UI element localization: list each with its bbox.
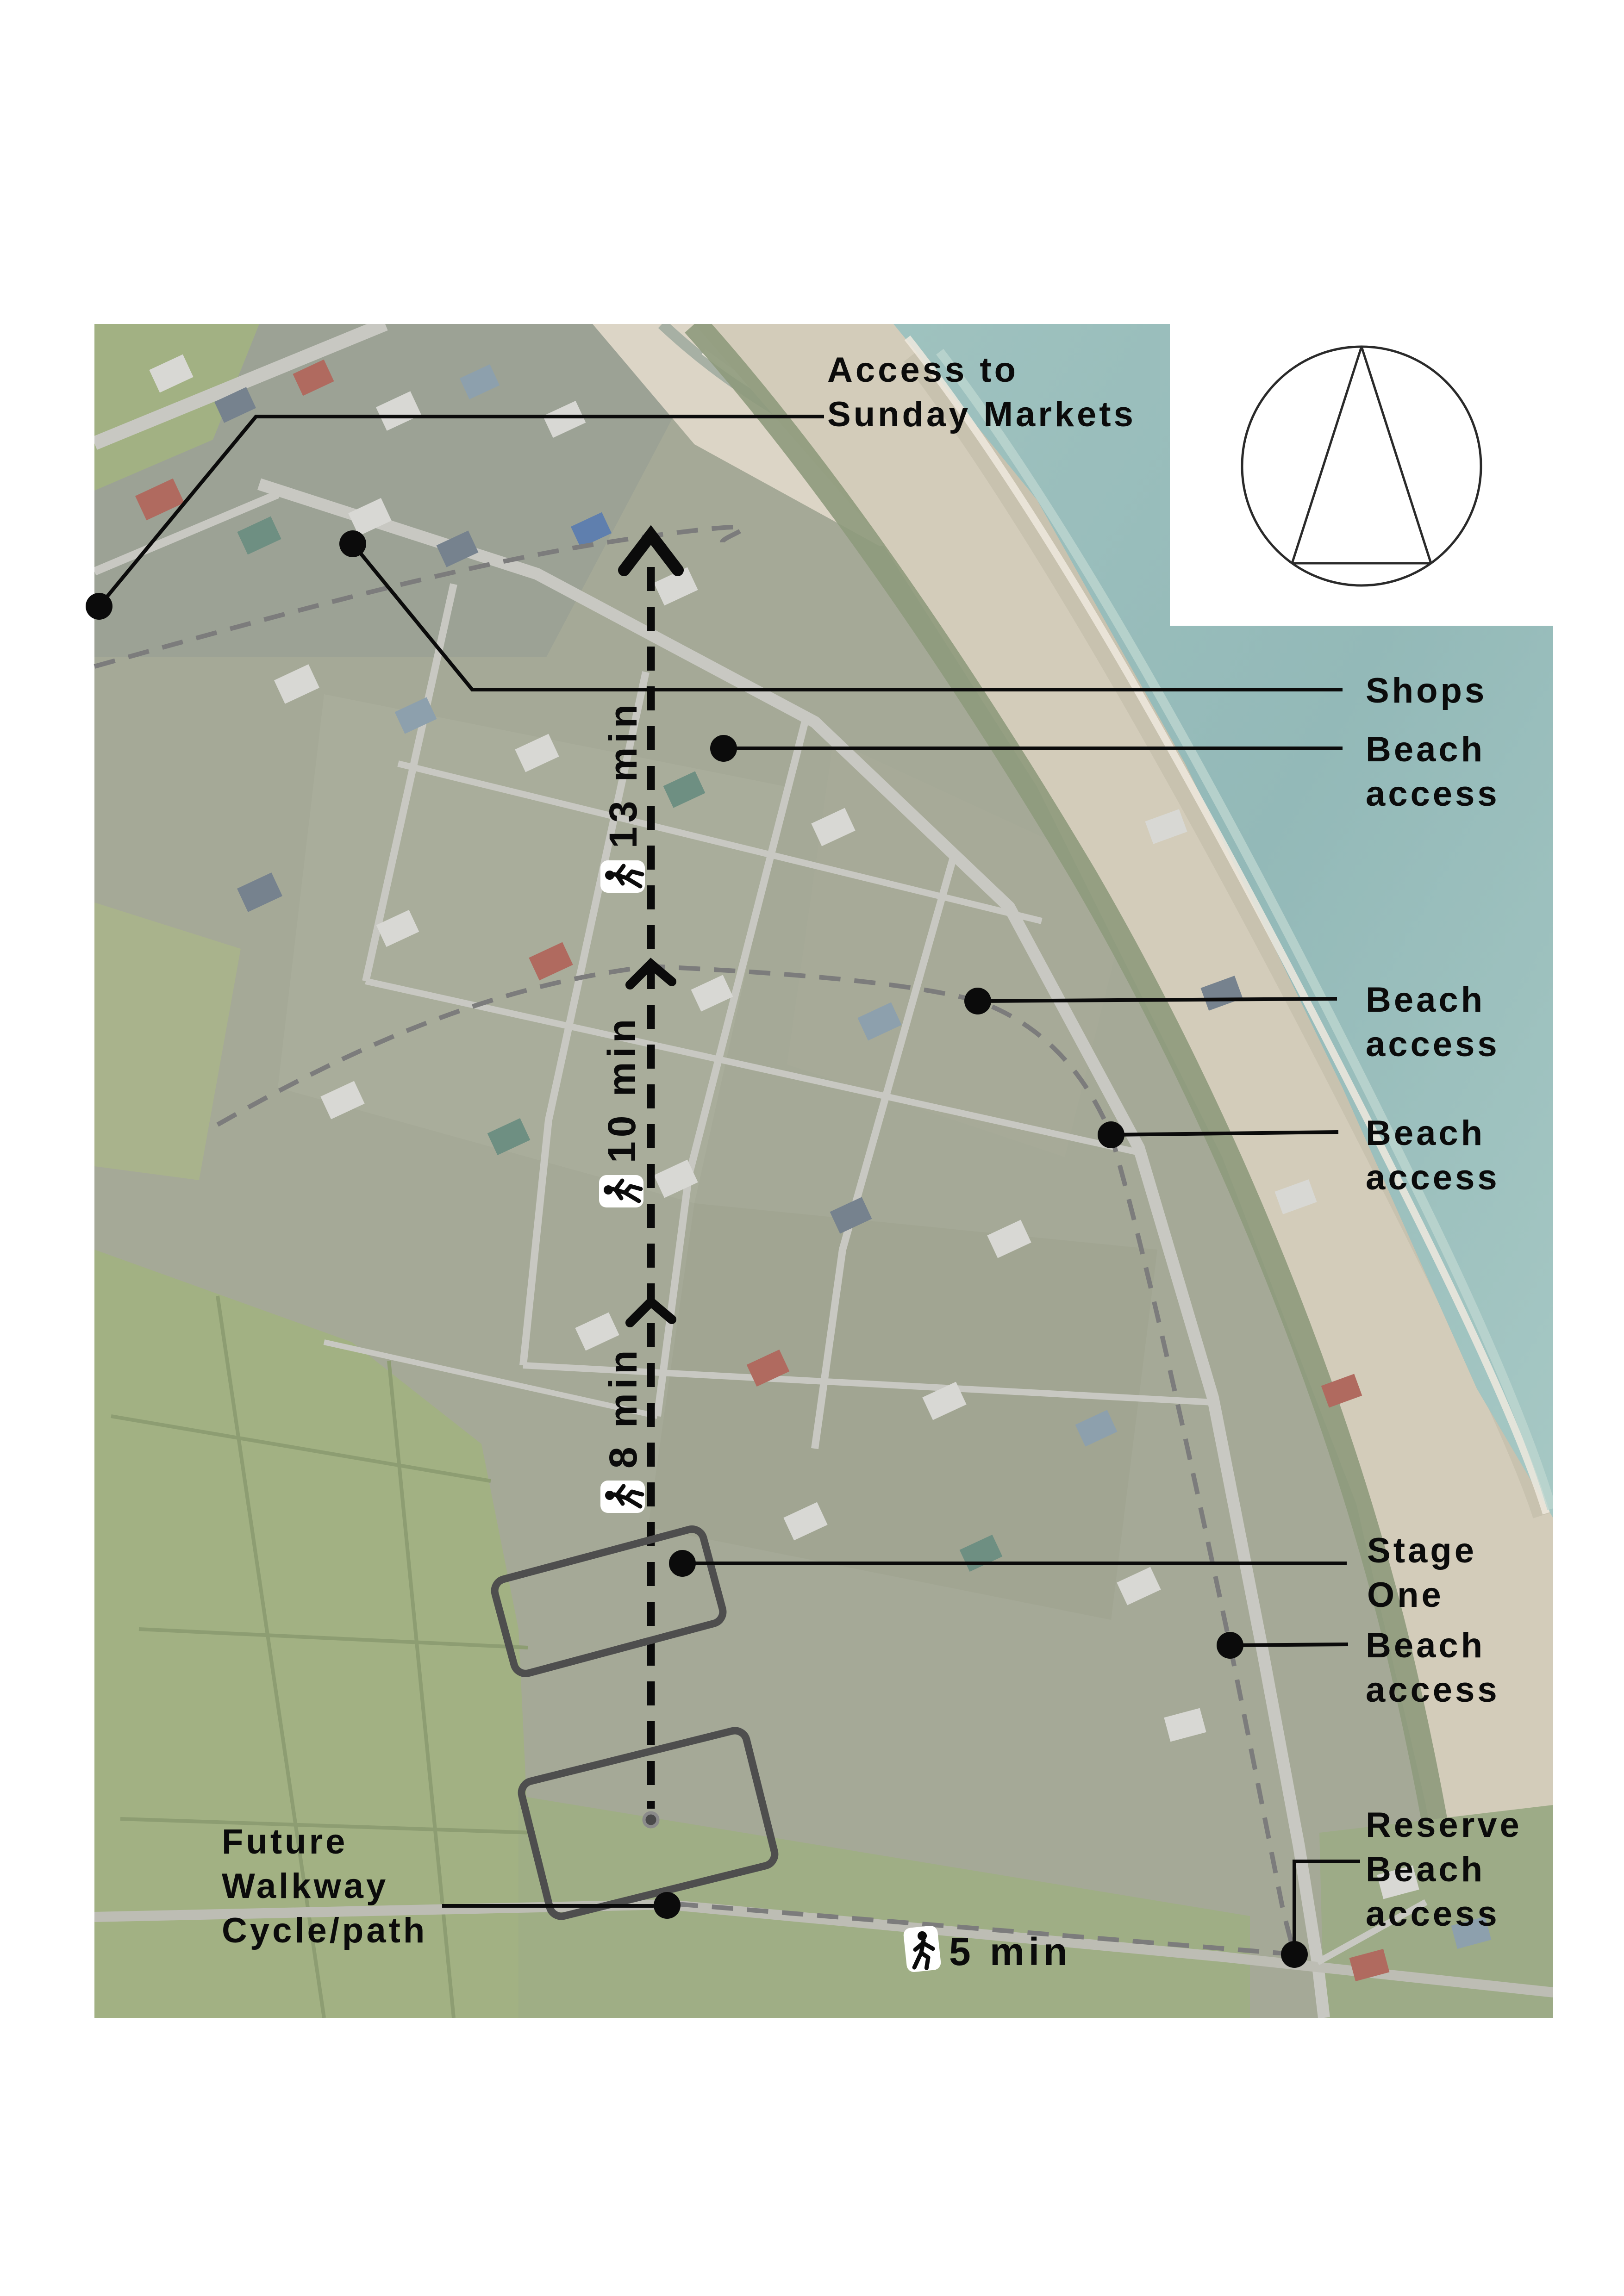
route-direction-chevron-icon xyxy=(625,958,676,989)
leader-beach-access-4 xyxy=(1230,1643,1349,1647)
label-line: access xyxy=(1366,1894,1500,1934)
label-line: Walkway xyxy=(222,1867,388,1906)
walk-time-10min: 10 min xyxy=(599,1015,643,1207)
label-line: Beach xyxy=(1366,1850,1485,1889)
leader-beach-access-3 xyxy=(1111,1130,1339,1137)
label-line: Beach xyxy=(1366,980,1485,1020)
label-reserve-beach-access: Reserve Beach access xyxy=(1366,1805,1522,1934)
label-line: Cycle/path xyxy=(222,1911,427,1950)
walking-person-icon xyxy=(600,1481,645,1513)
leader-beach-access-2 xyxy=(977,997,1337,1003)
map-marker-dot-beach-access-3 xyxy=(1098,1121,1124,1148)
label-access-sunday-markets: Access to Sunday Markets xyxy=(827,350,1136,434)
walk-time-label: 8 min xyxy=(601,1346,645,1468)
label-line: access xyxy=(1366,1158,1500,1197)
leader-lines xyxy=(97,415,1360,1954)
north-indicator-icon xyxy=(1241,345,1482,587)
label-stage-one: Stage One xyxy=(1367,1531,1477,1615)
map-marker-dot-stage-one xyxy=(669,1550,696,1577)
houses xyxy=(135,354,1492,1981)
walk-time-label: 13 min xyxy=(601,700,645,848)
label-line: Shops xyxy=(1366,671,1487,710)
label-line: Stage xyxy=(1367,1531,1477,1570)
label-line: access xyxy=(1366,774,1500,814)
walking-person-icon xyxy=(599,1175,643,1207)
marker-dots xyxy=(86,530,1308,1968)
walking-person-icon xyxy=(600,860,645,893)
aerial-photo xyxy=(94,324,1553,2018)
label-beach-access-2: Beach access xyxy=(1366,980,1500,1064)
label-line: Beach xyxy=(1366,1626,1485,1665)
walk-time-label: 10 min xyxy=(600,1015,643,1163)
map-marker-dot-shops xyxy=(339,530,366,557)
label-future-walkway: Future Walkway Cycle/path xyxy=(222,1822,427,1950)
label-beach-access-1: Beach access xyxy=(1366,730,1500,814)
walk-time-13min: 13 min xyxy=(600,700,645,893)
leader-access-markets xyxy=(97,415,824,608)
map-marker-dot-beach-access-2 xyxy=(964,988,991,1014)
label-line: Beach xyxy=(1366,730,1485,769)
label-line: access xyxy=(1366,1025,1500,1064)
walk-route-walkway-dashed-path xyxy=(676,1902,1291,1956)
route-direction-chevron-icon xyxy=(625,1295,676,1327)
map-marker-dot-beach-access-1 xyxy=(710,735,737,762)
stage-one-area-outlines xyxy=(491,1525,779,1920)
label-beach-access-4: Beach access xyxy=(1366,1626,1500,1710)
leader-shops xyxy=(351,542,1343,691)
walking-person-icon xyxy=(903,1925,941,1972)
label-line: Reserve xyxy=(1366,1805,1522,1845)
map-marker-dot-beach-access-4 xyxy=(1217,1632,1243,1659)
walk-time-5min: 5 min xyxy=(903,1925,1071,1973)
label-shops: Shops xyxy=(1366,671,1487,710)
label-line: Future xyxy=(222,1822,348,1861)
map-marker-dot-future-walkway xyxy=(654,1892,681,1919)
label-line: One xyxy=(1367,1575,1444,1615)
label-beach-access-3: Beach access xyxy=(1366,1114,1500,1197)
map-marker-dot-markets xyxy=(86,593,112,620)
route-arrowhead-icon xyxy=(618,525,684,576)
label-line: Access to xyxy=(827,350,1018,390)
stage-one-lot-1 xyxy=(491,1525,727,1677)
walk-time-8min: 8 min xyxy=(600,1346,645,1513)
walk-route-markets-dashed-path xyxy=(94,524,745,669)
stage-one-lot-2 xyxy=(518,1727,779,1920)
label-line: access xyxy=(1366,1670,1500,1710)
leader-reserve xyxy=(1293,1860,1360,1954)
route-start-dot xyxy=(642,1811,660,1829)
walk-time-label: 5 min xyxy=(949,1930,1071,1973)
label-line: Beach xyxy=(1366,1114,1485,1153)
label-line: Sunday Markets xyxy=(827,395,1136,434)
walk-route-coastal-dashed-path xyxy=(216,964,1296,1952)
map-marker-dot-reserve xyxy=(1281,1941,1308,1968)
